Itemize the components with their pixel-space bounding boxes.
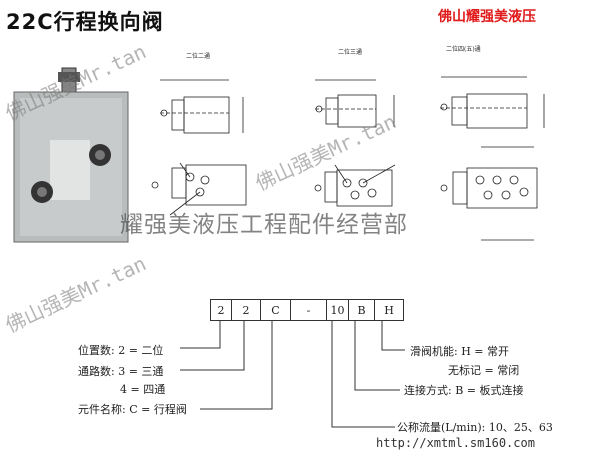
model-code-box: 2 2 C - 10 B H [210, 299, 404, 321]
code-cell: 10 [327, 300, 349, 320]
brand-name: 佛山耀强美液压 [438, 9, 536, 25]
drawing-3way-port [314, 164, 396, 207]
page-title: 22C行程换向阀 [6, 10, 164, 34]
caption-4way: 二位四(五)通 [446, 46, 481, 53]
drawing-4way-port [440, 146, 538, 241]
website-url: http://xmtml.sm160.com [376, 436, 535, 450]
legend-flow: 公称流量(L/min): 10、25、63 [397, 421, 553, 434]
legend-spool-function: 滑阀机能: H = 常开 [410, 345, 510, 358]
code-cell: C [261, 300, 291, 320]
code-cell: 2 [211, 300, 232, 320]
drawing-2way-port [151, 162, 247, 216]
watermark-company: 耀强美液压工程配件经营部 [120, 212, 408, 238]
caption-2way: 二位二通 [186, 53, 211, 60]
code-cell: H [384, 303, 394, 317]
code-cell: B [349, 300, 375, 320]
legend-connection: 连接方式: B = 板式连接 [404, 384, 524, 397]
code-cell: - [291, 300, 327, 320]
drawing-4way-side [440, 76, 545, 129]
legend-component: 元件名称: C = 行程阀 [78, 403, 187, 416]
caption-3way: 二位三通 [338, 49, 363, 56]
legend-ways: 通路数: 3 = 三通 [78, 365, 164, 378]
drawing-3way-side [315, 79, 395, 128]
legend-ways-4: 4 = 四通 [120, 383, 166, 396]
drawing-2way-side [160, 79, 244, 134]
code-cell: 2 [232, 300, 261, 320]
legend-positions: 位置数: 2 = 二位 [78, 344, 164, 357]
legend-normally-closed: 无标记 = 常闭 [448, 364, 520, 377]
